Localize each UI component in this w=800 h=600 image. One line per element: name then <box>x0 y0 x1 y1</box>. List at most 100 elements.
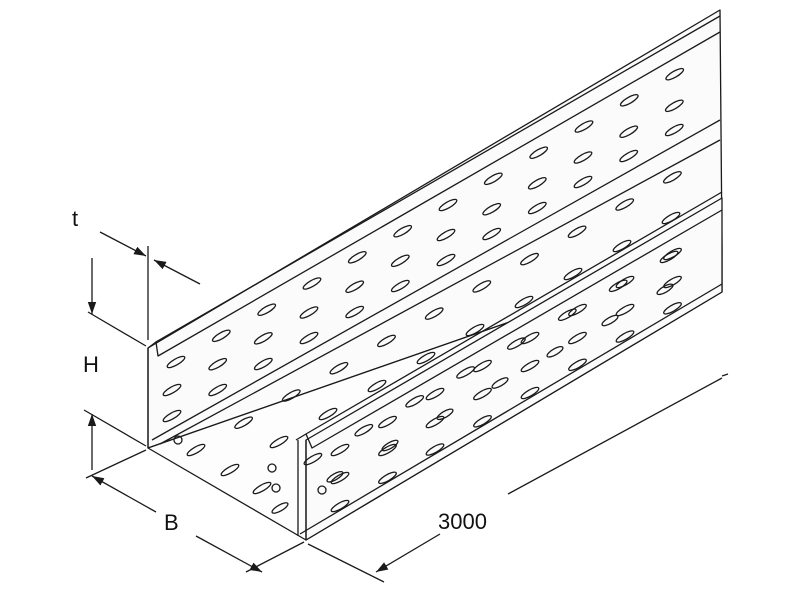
slot <box>425 387 445 401</box>
slot <box>330 471 350 485</box>
slot <box>568 303 587 317</box>
slot <box>563 267 583 281</box>
slot <box>271 502 289 514</box>
slot <box>520 331 540 345</box>
slot <box>378 443 397 457</box>
slot <box>253 357 273 371</box>
slot <box>663 247 682 261</box>
slot <box>608 279 628 293</box>
slot <box>318 407 338 421</box>
slot <box>506 337 526 350</box>
slot <box>281 389 301 402</box>
length-extension-back <box>722 374 728 376</box>
slot <box>390 254 410 268</box>
height-label: H <box>83 352 99 377</box>
slot <box>208 357 228 371</box>
slot <box>619 94 639 107</box>
slot <box>520 359 540 373</box>
slot <box>662 171 682 184</box>
slot <box>393 224 413 238</box>
slot <box>303 452 323 466</box>
slot <box>424 307 444 320</box>
slot <box>567 225 587 239</box>
length-dim-line-front <box>376 534 440 572</box>
slot <box>619 149 639 163</box>
floor-fold-left <box>152 120 720 440</box>
round-hole <box>317 485 327 495</box>
round-hole <box>267 463 277 473</box>
slot <box>456 366 476 379</box>
perforation-slots <box>162 67 685 514</box>
slot <box>405 395 425 408</box>
width-label: B <box>164 510 179 535</box>
slot <box>661 211 681 225</box>
length-label: 3000 <box>438 509 487 534</box>
thickness-label: t <box>72 206 79 231</box>
slot <box>436 408 454 421</box>
slot <box>390 279 410 293</box>
slot <box>269 435 289 449</box>
slot <box>378 471 397 485</box>
slot <box>619 125 639 138</box>
slot <box>491 377 509 389</box>
slot <box>483 172 503 186</box>
slot <box>257 303 277 316</box>
length-extension-front <box>308 544 384 582</box>
h-extension-top <box>88 312 146 346</box>
left-wall-lip-inner <box>156 32 720 356</box>
slot <box>514 295 534 309</box>
slot <box>436 253 456 267</box>
slot <box>345 280 365 293</box>
slot <box>162 383 182 397</box>
slot <box>330 499 350 513</box>
slot <box>299 306 319 319</box>
slot <box>664 123 684 137</box>
slot <box>529 146 549 159</box>
slot <box>612 239 632 253</box>
slot <box>665 67 685 81</box>
length-dim-line-back <box>508 378 722 494</box>
round-hole <box>271 483 281 493</box>
slot <box>367 379 387 393</box>
b-extension-left <box>86 450 146 478</box>
slot <box>615 330 635 343</box>
slot <box>473 359 492 373</box>
dimension-lines <box>84 232 728 582</box>
slot <box>166 355 186 369</box>
slot <box>482 227 502 241</box>
slot <box>573 175 593 189</box>
slot <box>438 198 458 212</box>
slot <box>211 329 231 343</box>
slot <box>252 481 272 495</box>
slot <box>425 443 445 456</box>
slot <box>347 251 367 264</box>
slot <box>473 387 492 401</box>
slot <box>329 361 349 375</box>
slot <box>615 303 635 317</box>
t-arrow-left <box>100 232 146 256</box>
slot <box>436 228 456 242</box>
slot <box>664 99 684 113</box>
slot <box>253 332 273 345</box>
h-extension-bottom <box>84 410 146 446</box>
slot <box>527 177 547 190</box>
slot <box>302 277 322 290</box>
b-dim-line-right <box>196 536 262 572</box>
slot <box>663 302 682 315</box>
right-wall-lip-inner <box>306 210 722 448</box>
round-hole <box>173 435 183 445</box>
t-arrow-right <box>154 260 200 284</box>
slot <box>208 383 228 397</box>
slot <box>186 443 206 457</box>
slot <box>557 308 577 321</box>
slot <box>568 358 587 372</box>
slot <box>520 386 540 400</box>
slot <box>482 202 502 216</box>
wall-inner-edge <box>160 140 720 444</box>
slot <box>573 151 593 164</box>
slot <box>162 409 182 423</box>
slot <box>378 415 397 429</box>
slot <box>520 252 539 266</box>
slot <box>425 415 445 429</box>
